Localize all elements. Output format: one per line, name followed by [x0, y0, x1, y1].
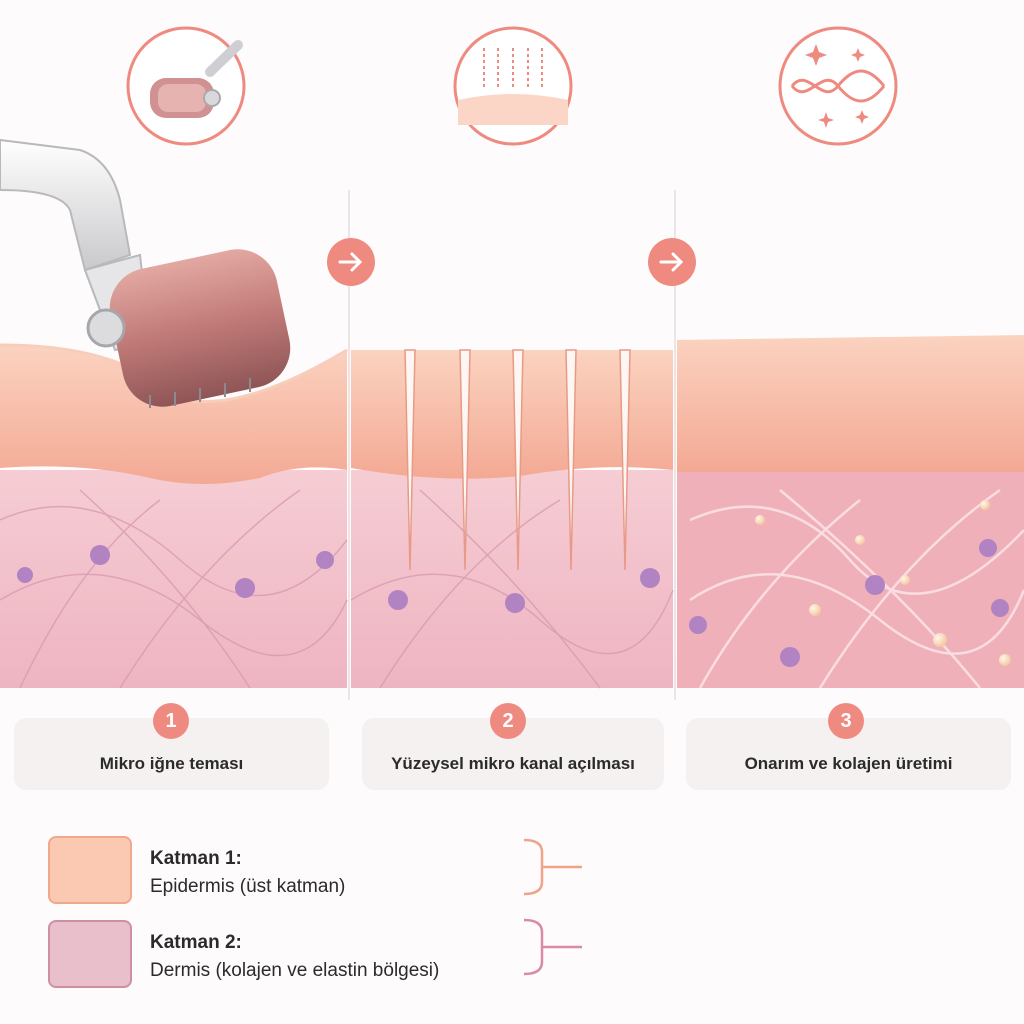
derma-roller — [0, 138, 291, 408]
legend-swatch-dermis — [48, 920, 132, 988]
step-label-2: Yüzeysel mikro kanal açılması — [391, 754, 635, 773]
arrow-right-icon — [327, 238, 375, 286]
panel-2-skin — [350, 349, 674, 689]
legend-title-1: Katman 1: — [150, 848, 242, 869]
collagen-helix-icon — [778, 26, 898, 146]
step-label-3: Onarım ve kolajen üretimi — [744, 754, 953, 773]
legend-bracket-1 — [523, 838, 582, 896]
legend-bracket-2 — [523, 918, 582, 976]
panel-1-skin — [0, 343, 348, 689]
step-number-1: 1 — [153, 703, 189, 739]
legend-desc-2: Dermis (kolajen ve elastin bölgesi) — [150, 960, 440, 981]
step-number-2: 2 — [490, 703, 526, 739]
step-number-3: 3 — [828, 703, 864, 739]
legend-title-2: Katman 2: — [150, 932, 242, 953]
step-label-1: Mikro iğne teması — [99, 754, 244, 773]
panel-3-skin — [677, 335, 1024, 689]
legend-swatch-epidermis — [48, 836, 132, 904]
arrow-right-icon — [648, 238, 696, 286]
micro-channel-icon — [453, 26, 573, 146]
legend-desc-1: Epidermis (üst katman) — [150, 876, 346, 897]
derma-roller-icon — [126, 26, 246, 146]
step-card-2: Yüzeysel mikro kanal açılması — [362, 718, 664, 790]
